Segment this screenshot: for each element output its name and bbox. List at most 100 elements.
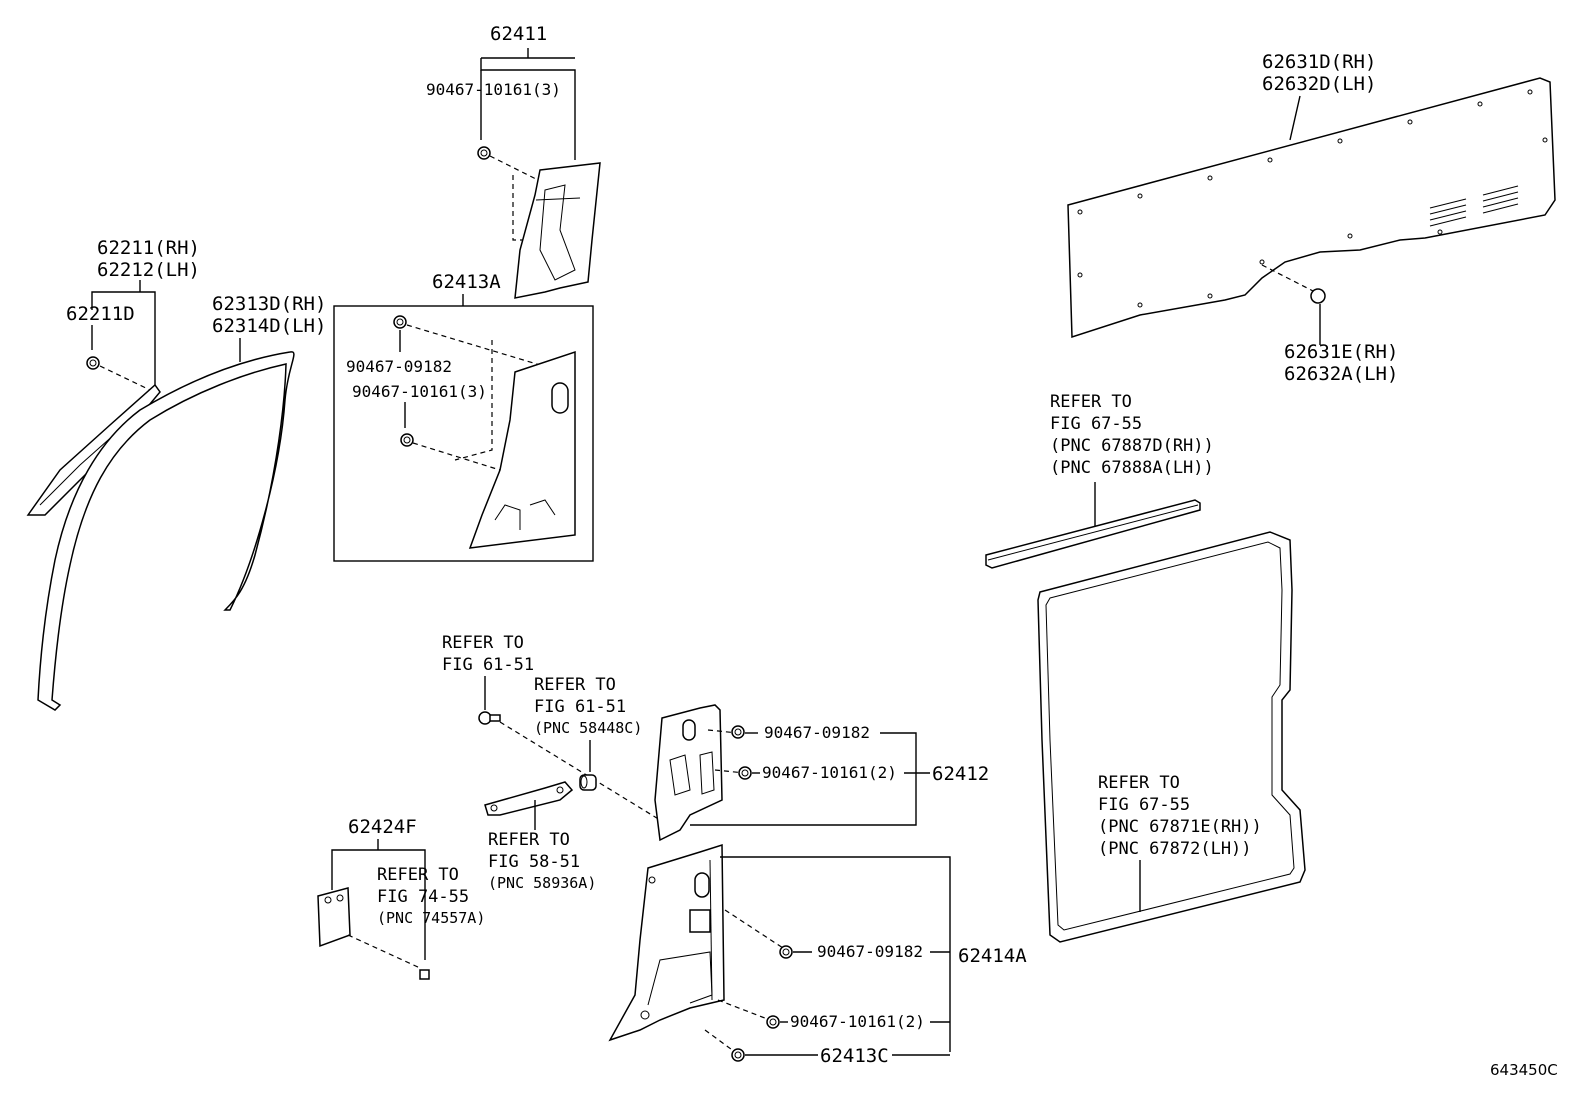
- label-62424f: 62424F: [348, 816, 417, 838]
- dashed-line: [412, 442, 501, 471]
- label-62211-rh: 62211(RH): [97, 237, 200, 259]
- label-62632d-lh: 62632D(LH): [1262, 73, 1376, 95]
- ref-fig67-bottom-line2: FIG 67-55: [1098, 795, 1190, 815]
- ref-fig74-line1: REFER TO: [377, 865, 459, 885]
- reference-fig61: REFER TO FIG 61-51 REFER TO FIG 61-51 (P…: [442, 633, 661, 821]
- clip-icon: [731, 725, 745, 739]
- detail-box-62413a: [333, 305, 594, 562]
- ref-fig58-line3: (PNC 58936A): [488, 874, 596, 892]
- quarter-trim-hole: [648, 876, 656, 884]
- weatherstrip-62313d: [37, 351, 295, 711]
- label-62413a-bolt: 90467-10161(3): [352, 382, 487, 401]
- pillar-trim-detail: [669, 751, 715, 796]
- belt-anchor-cover: [689, 909, 711, 933]
- ref-fig67-top-line2: FIG 67-55: [1050, 414, 1142, 434]
- label-62632a-lh: 62632A(LH): [1284, 363, 1398, 385]
- label-62314d-lh: 62314D(LH): [212, 315, 326, 337]
- ref-fig61-b-line3: (PNC 58448C): [534, 719, 642, 737]
- part-62313d-group: 62313D(RH) 62314D(LH): [37, 293, 326, 711]
- belt-molding: [985, 499, 1201, 569]
- label-62414a-bolt: 90467-10161(2): [790, 1012, 925, 1031]
- dashed-line: [1261, 264, 1316, 293]
- bolt-icon: [478, 711, 501, 725]
- quarter-panel-62631d: [1067, 77, 1556, 339]
- dashed-line: [489, 155, 539, 181]
- door-weatherstrip-inner: [1045, 541, 1295, 931]
- dashed-line: [347, 934, 421, 969]
- dashed-line: [724, 909, 784, 949]
- label-62211d: 62211D: [66, 303, 135, 325]
- door-weatherstrip: [1037, 531, 1306, 943]
- catalog-number: 643450C: [1490, 1061, 1558, 1079]
- part-62631d-group: 62631D(RH) 62632D(LH): [1067, 51, 1556, 385]
- panel-holes: [1077, 89, 1548, 308]
- label-62413c: 62413C: [820, 1045, 889, 1067]
- clip-icon: [393, 315, 407, 329]
- dashed-line: [704, 1029, 736, 1053]
- label-62411-bolt: 90467-10161(3): [426, 80, 561, 99]
- vent-grille: [1429, 185, 1519, 227]
- label-62414a-clip: 90467-09182: [817, 942, 923, 961]
- pillar-slot: [694, 872, 710, 898]
- ref-fig61-b-line1: REFER TO: [534, 675, 616, 695]
- reference-fig67-top: REFER TO FIG 67-55 (PNC 67887D(RH)) (PNC…: [985, 392, 1214, 569]
- clip-icon: [766, 1015, 780, 1029]
- pillar-slot: [551, 382, 569, 414]
- pillar-trim-62412: [654, 704, 723, 842]
- label-62412: 62412: [932, 763, 989, 785]
- ref-fig74-line2: FIG 74-55: [377, 887, 469, 907]
- dashed-line: [454, 340, 493, 461]
- leader-62411: [480, 58, 576, 160]
- leader-62631d: [1289, 95, 1301, 141]
- clip-icon: [738, 766, 752, 780]
- reference-fig67-bottom: REFER TO FIG 67-55 (PNC 67871E(RH)) (PNC…: [1037, 531, 1306, 943]
- label-62212-lh: 62212(LH): [97, 259, 200, 281]
- dashed-line: [717, 999, 771, 1021]
- leader-62424f: [331, 849, 426, 960]
- quarter-trim-hole: [640, 1010, 650, 1020]
- clip-icon: [1310, 288, 1326, 304]
- dashed-line: [99, 365, 151, 391]
- label-62631e-rh: 62631E(RH): [1284, 341, 1398, 363]
- ref-fig58-line1: REFER TO: [488, 830, 570, 850]
- bushing-icon: [579, 774, 597, 791]
- clip-icon: [400, 433, 414, 447]
- clip-icon: [86, 356, 100, 370]
- belt-molding-detail: [987, 504, 1199, 561]
- label-62631d-rh: 62631D(RH): [1262, 51, 1376, 73]
- pillar-trim-detail: [535, 197, 581, 201]
- ref-fig67-bottom-line1: REFER TO: [1098, 773, 1180, 793]
- leader-62211: [91, 291, 156, 385]
- ref-fig61-b-line2: FIG 61-51: [534, 697, 626, 717]
- quarter-trim-edge: [709, 859, 713, 1001]
- pillar-trim-62413a: [468, 350, 576, 549]
- ref-fig74-line3: (PNC 74557A): [377, 909, 485, 927]
- pillar-slot: [682, 719, 696, 741]
- cover-62424f: [317, 887, 351, 948]
- cover-hole: [324, 896, 332, 904]
- assist-grip-hole: [556, 786, 564, 794]
- label-62412-clip: 90467-09182: [764, 723, 870, 742]
- label-62413a-clip: 90467-09182: [346, 357, 452, 376]
- reference-fig58: REFER TO FIG 58-51 (PNC 58936A): [484, 781, 596, 892]
- pillar-trim-62411: [514, 162, 601, 299]
- clip-icon: [779, 945, 793, 959]
- assist-grip: [484, 781, 574, 816]
- part-62211-group: 62211(RH) 62212(LH) 62211D: [26, 237, 200, 516]
- clip-icon: [731, 1048, 745, 1062]
- cover-hole: [336, 894, 344, 902]
- assist-grip-hole: [490, 804, 498, 812]
- label-62412-bolt: 90467-10161(2): [762, 763, 897, 782]
- ref-fig67-bottom-line3: (PNC 67871E(RH)): [1098, 817, 1262, 837]
- ref-fig61-a-line1: REFER TO: [442, 633, 524, 653]
- leader-62414a: [720, 856, 951, 1052]
- ref-fig67-top-line1: REFER TO: [1050, 392, 1132, 412]
- label-62414a: 62414A: [958, 945, 1027, 967]
- part-62412-group: 90467-09182 90467-10161(2) 62412: [654, 704, 989, 842]
- part-62414a-group: 90467-09182 62414A 90467-10161(2) 62413C: [608, 843, 1027, 1067]
- ref-fig67-top-line3: (PNC 67887D(RH)): [1050, 436, 1214, 456]
- ref-fig58-line2: FIG 58-51: [488, 852, 580, 872]
- quarter-trim-detail: [647, 951, 713, 1006]
- clip-icon: [477, 146, 491, 160]
